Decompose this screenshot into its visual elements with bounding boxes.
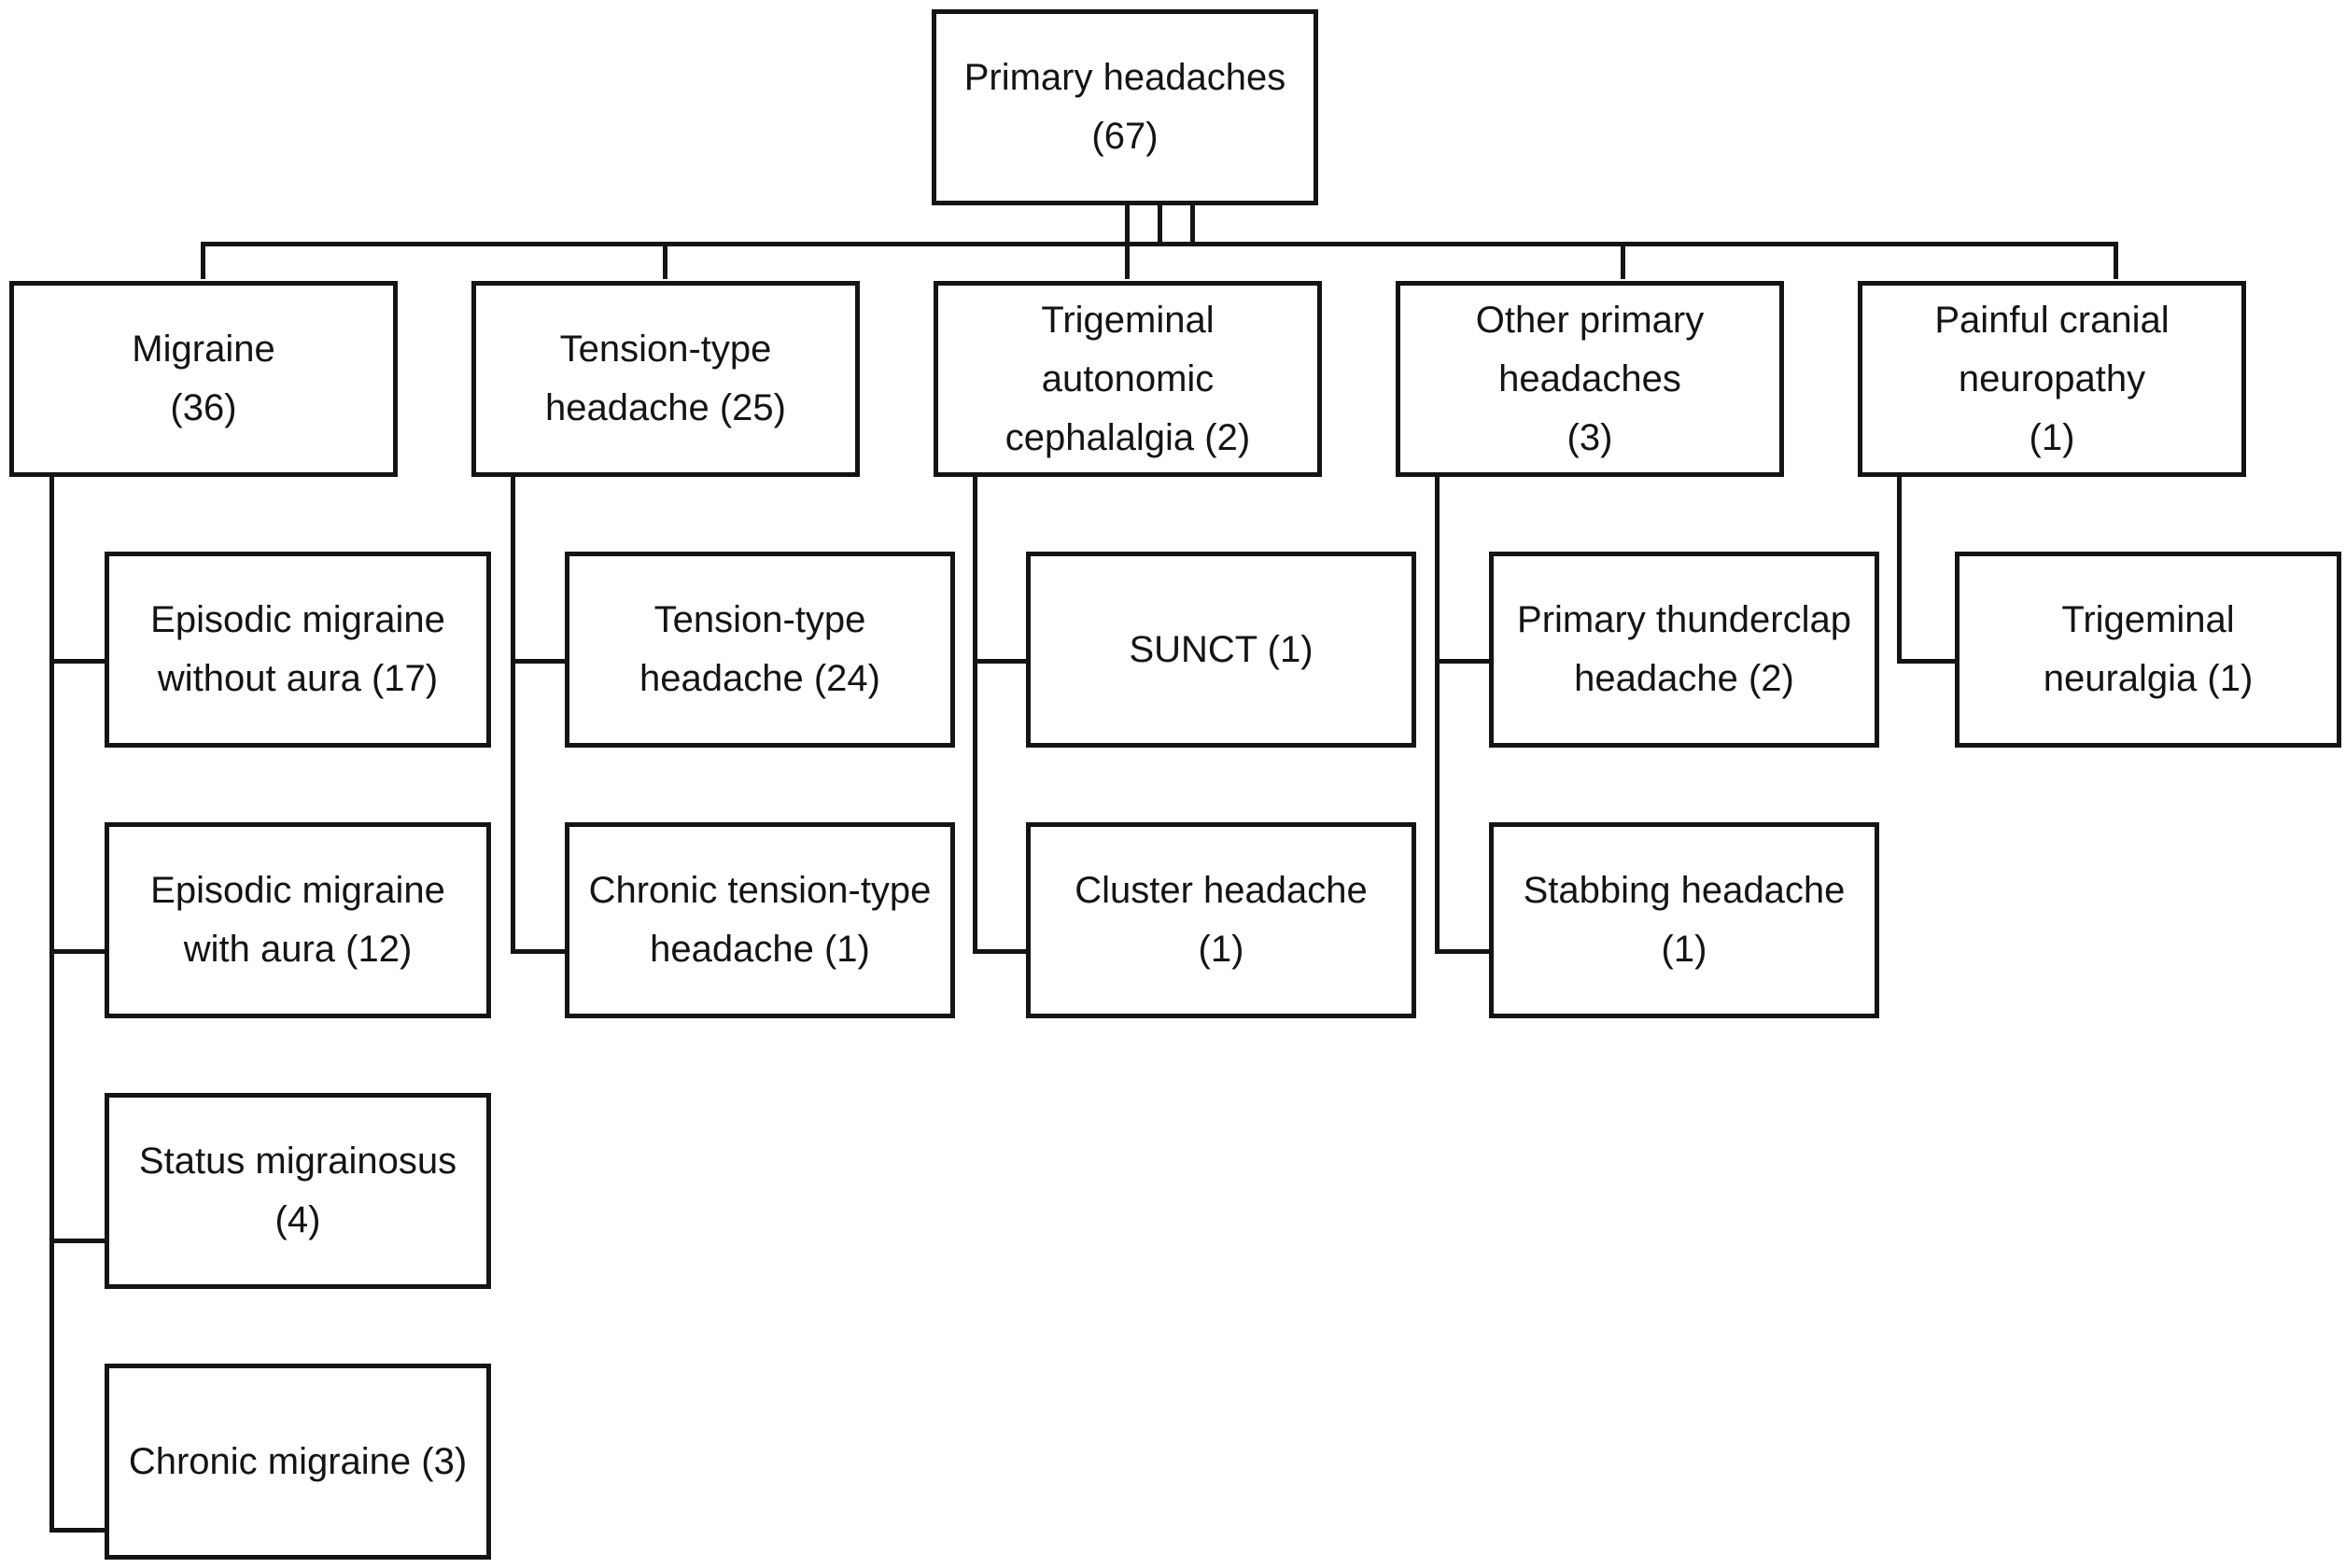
connector-root-trunk-extra [1190,203,1195,245]
subtype-label-line: neuralgia (1) [2043,658,2254,699]
subtype-label-line: Stabbing headache [1523,870,1846,911]
category-label-line: Tension-type [559,329,772,370]
category-label-line: autonomic [1041,357,1215,399]
subtype-label-line: Status migrainosus [138,1141,457,1182]
connector-drop-cranial-neuropathy [2114,242,2118,279]
root-count-line: (67) [1091,116,1159,157]
connector-trigeminal-autonomic-branch [973,659,1029,664]
connector-trigeminal-autonomic-spine [973,474,977,954]
subtype-label-line: (1) [1198,929,1244,970]
subtype-label-line: SUNCT (1) [1129,628,1313,670]
subtype-label-line: Primary thunderclap [1517,599,1851,640]
connector-migraine-branch [49,659,110,664]
connector-root-trunk-extra [1158,203,1162,245]
category-box-tension-type: Tension-type headache (25) [471,281,860,477]
category-label-line: headache (25) [545,387,786,428]
subtype-label-line: Episodic migraine [150,870,445,911]
subtype-label-line: Chronic tension-type [588,870,932,911]
category-label-line: neuropathy [1958,357,2146,399]
category-label-line: headaches [1498,357,1681,399]
category-label-line: Other primary [1475,299,1705,341]
subtype-label-line: headache (2) [1574,658,1794,699]
category-box-migraine: Migraine (36) [9,281,398,477]
category-label-line: Painful cranial [1934,299,2170,341]
subtype-box-sunct: SUNCT (1) [1026,552,1416,748]
connector-migraine-branch [49,1239,110,1243]
subtype-box-status-migrainosus: Status migrainosus (4) [105,1093,491,1289]
connector-cranial-neuropathy-branch [1897,659,1960,664]
connector-other-primary-branch [1435,949,1492,954]
subtype-label-line: without aura (17) [157,658,439,699]
category-label-line: (3) [1566,416,1613,458]
subtype-box-stabbing-headache: Stabbing headache (1) [1489,822,1879,1018]
subtype-label-line: Episodic migraine [150,599,445,640]
category-box-trigeminal-autonomic: Trigeminal autonomic cephalalgia (2) [934,281,1322,477]
subtype-box-cluster-headache: Cluster headache (1) [1026,822,1416,1018]
subtype-box-episodic-migraine-with-aura: Episodic migraine with aura (12) [105,822,491,1018]
connector-top-bus [201,242,2118,246]
subtype-label-line: headache (24) [639,658,880,699]
category-label-line: (36) [170,387,237,428]
category-label-line: Trigeminal [1041,299,1215,341]
connector-other-primary-branch [1435,659,1492,664]
subtype-label-line: Chronic migraine (3) [128,1440,468,1482]
subtype-box-episodic-migraine-without-aura: Episodic migraine without aura (17) [105,552,491,748]
category-label-line: (1) [2029,416,2075,458]
subtype-box-chronic-tension-type-headache: Chronic tension-type headache (1) [565,822,955,1018]
connector-tension-type-branch [511,659,568,664]
connector-drop-other-primary [1621,242,1625,279]
category-label-line: cephalalgia (2) [1004,416,1251,458]
connector-tension-type-spine [511,474,515,954]
subtype-box-chronic-migraine: Chronic migraine (3) [105,1364,491,1560]
category-box-other-primary: Other primary headaches (3) [1396,281,1784,477]
connector-migraine-branch [49,1528,110,1533]
subtype-label-line: (1) [1661,929,1707,970]
root-label-line: Primary headaches [963,57,1286,98]
subtype-label-line: headache (1) [650,929,870,970]
connector-tension-type-branch [511,949,568,954]
connector-cranial-neuropathy-spine [1897,474,1902,664]
subtype-box-primary-thunderclap-headache: Primary thunderclap headache (2) [1489,552,1879,748]
root-box-primary-headaches: Primary headaches (67) [932,9,1318,205]
subtype-box-tension-type-headache: Tension-type headache (24) [565,552,955,748]
subtype-label-line: (4) [274,1199,321,1240]
connector-migraine-branch [49,949,110,954]
connector-root-trunk [1125,203,1130,279]
subtype-label-line: Cluster headache [1075,870,1368,911]
connector-drop-tension-type [663,242,667,279]
connector-trigeminal-autonomic-branch [973,949,1029,954]
subtype-label-line: Trigeminal [2061,599,2235,640]
subtype-label-line: with aura (12) [183,929,413,970]
connector-drop-migraine [201,242,205,279]
connector-other-primary-spine [1435,474,1440,954]
connector-migraine-spine [49,474,54,1533]
subtype-box-trigeminal-neuralgia: Trigeminal neuralgia (1) [1955,552,2341,748]
category-label-line: Migraine [132,329,275,370]
category-box-cranial-neuropathy: Painful cranial neuropathy (1) [1858,281,2246,477]
subtype-label-line: Tension-type [653,599,866,640]
